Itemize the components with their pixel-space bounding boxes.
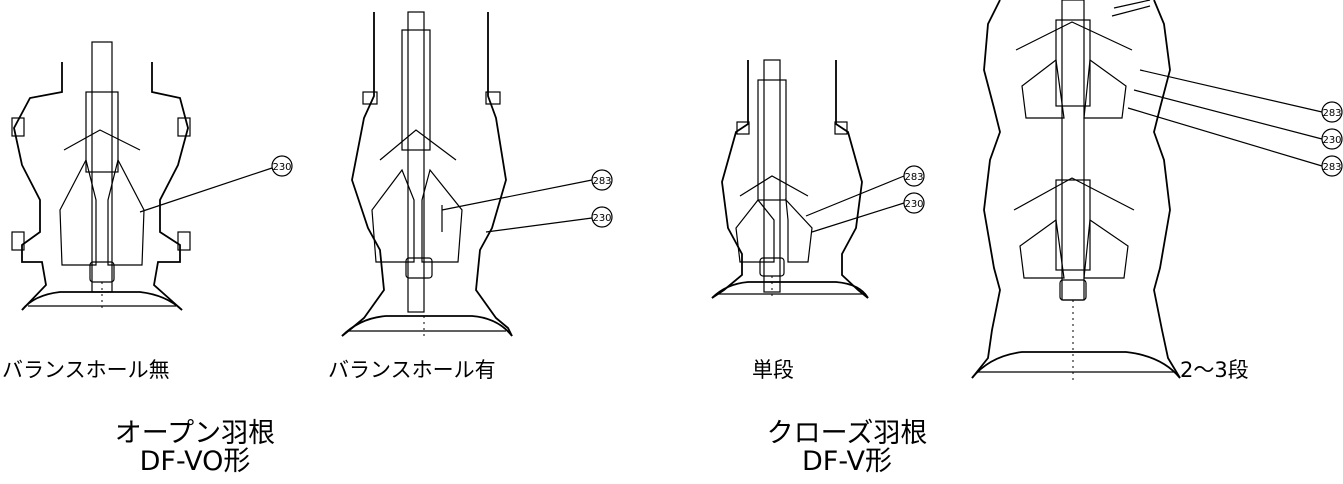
group-open-name: オープン羽根 bbox=[114, 418, 276, 449]
svg-text:283: 283 bbox=[1322, 108, 1341, 119]
svg-text:283: 283 bbox=[1322, 162, 1341, 173]
drawing-closed-single-stage bbox=[711, 59, 905, 300]
drawing-closed-multi-stage bbox=[971, 0, 1323, 380]
callout-283-d3: 283 bbox=[903, 165, 925, 187]
svg-text:230: 230 bbox=[272, 162, 291, 173]
callout-230-d4: 230 bbox=[1321, 128, 1343, 150]
callout-230-d1: 230 bbox=[271, 155, 293, 177]
caption-open-with-balance-hole: バランスホール有 bbox=[328, 358, 496, 382]
svg-text:283: 283 bbox=[592, 176, 611, 187]
svg-text:283: 283 bbox=[904, 172, 923, 183]
caption-closed-single-stage: 単段 bbox=[752, 358, 794, 382]
callout-283-d2: 283 bbox=[591, 169, 613, 191]
drawing-open-without-balance-hole bbox=[11, 41, 273, 312]
callout-283-d4-bottom: 283 bbox=[1321, 155, 1343, 177]
callout-230-d2: 230 bbox=[591, 206, 613, 228]
group-closed-name: クローズ羽根 bbox=[766, 418, 928, 449]
group-open-model: DF-VO形 bbox=[139, 446, 251, 478]
drawing-open-with-balance-hole bbox=[341, 11, 593, 338]
caption-open-without-balance-hole: バランスホール無 bbox=[2, 358, 170, 382]
callout-283-d4-top: 283 bbox=[1321, 101, 1343, 123]
group-title-closed-impeller: クローズ羽根 DF-V形 bbox=[762, 418, 932, 478]
svg-text:230: 230 bbox=[1322, 135, 1341, 146]
svg-text:230: 230 bbox=[904, 199, 923, 210]
callout-230-d3: 230 bbox=[903, 192, 925, 214]
group-closed-model: DF-V形 bbox=[802, 446, 892, 478]
group-title-open-impeller: オープン羽根 DF-VO形 bbox=[110, 418, 280, 478]
caption-closed-multi-stage: 2〜3段 bbox=[1180, 358, 1249, 382]
svg-text:230: 230 bbox=[592, 213, 611, 224]
